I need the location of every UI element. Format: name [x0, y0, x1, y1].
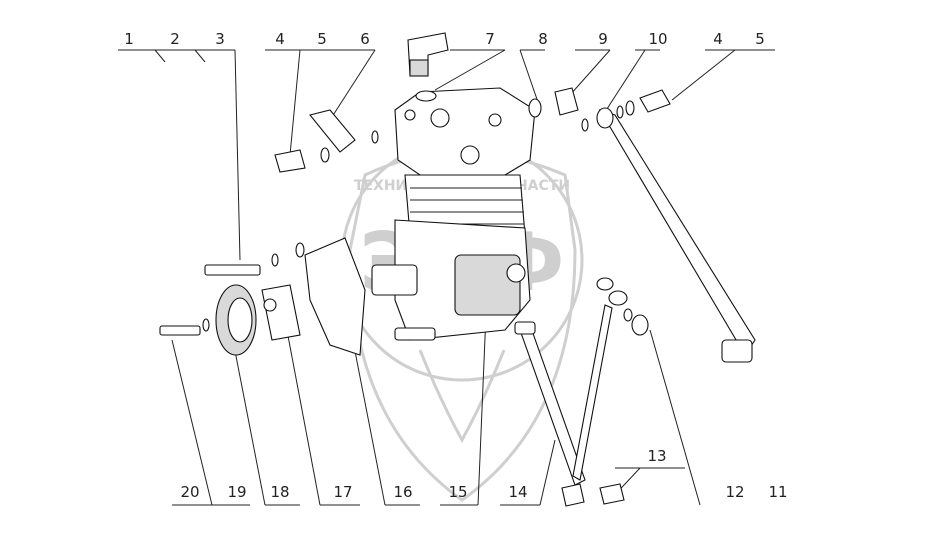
- banjo-bolt-4: [274, 147, 330, 173]
- leader-8: [434, 49, 506, 91]
- pipe-14: [514, 304, 613, 486]
- bolt-1: [204, 242, 305, 276]
- gasket-16: [304, 237, 366, 356]
- callout-19: 19: [227, 483, 246, 501]
- fitting-13: [561, 483, 625, 507]
- callout-20: 20: [180, 483, 199, 501]
- callout-4-right: 4: [713, 30, 723, 48]
- union-nut-9: [528, 87, 579, 118]
- leader-14: [539, 439, 556, 506]
- callout-17: 17: [333, 483, 352, 501]
- label-group-4-5-right: [671, 49, 775, 101]
- callout-12: 12: [725, 483, 744, 501]
- callout-14: 14: [508, 483, 527, 501]
- banjo-bolt-right: [616, 89, 671, 119]
- callout-5: 5: [317, 30, 327, 48]
- label-group-1-3: [118, 49, 241, 261]
- pipe-10: [596, 107, 756, 363]
- banjo-fitting-6: [309, 109, 379, 153]
- callout-11: 11: [768, 483, 787, 501]
- callout-7: 7: [485, 30, 495, 48]
- elbow-fitting-7: [407, 32, 449, 77]
- fitting-11-12: [596, 277, 649, 336]
- callout-6: 6: [360, 30, 370, 48]
- washer-10-small: [581, 118, 589, 132]
- callout-16: 16: [393, 483, 412, 501]
- leader-17: [284, 319, 321, 506]
- callout-10: 10: [648, 30, 667, 48]
- bolt-20: [159, 318, 210, 336]
- callout-4: 4: [275, 30, 285, 48]
- hub-17: [261, 284, 301, 341]
- callout-9: 9: [598, 30, 608, 48]
- o-ring-8: [415, 90, 437, 102]
- callout-1: 1: [124, 30, 134, 48]
- callout-13: 13: [647, 447, 666, 465]
- compressor-assembly: [371, 87, 536, 341]
- label-group-4-6: [265, 49, 376, 156]
- callout-3: 3: [215, 30, 225, 48]
- callout-8: 8: [538, 30, 548, 48]
- leader-12: [649, 329, 701, 506]
- gear-18: [215, 284, 257, 356]
- callout-2: 2: [170, 30, 180, 48]
- callout-15: 15: [448, 483, 467, 501]
- callout-labels: 1 2 3 4 5 6 7 8 9 10 4 5 13 20 19 18 17 …: [124, 30, 787, 501]
- callout-5-right: 5: [755, 30, 765, 48]
- callout-18: 18: [270, 483, 289, 501]
